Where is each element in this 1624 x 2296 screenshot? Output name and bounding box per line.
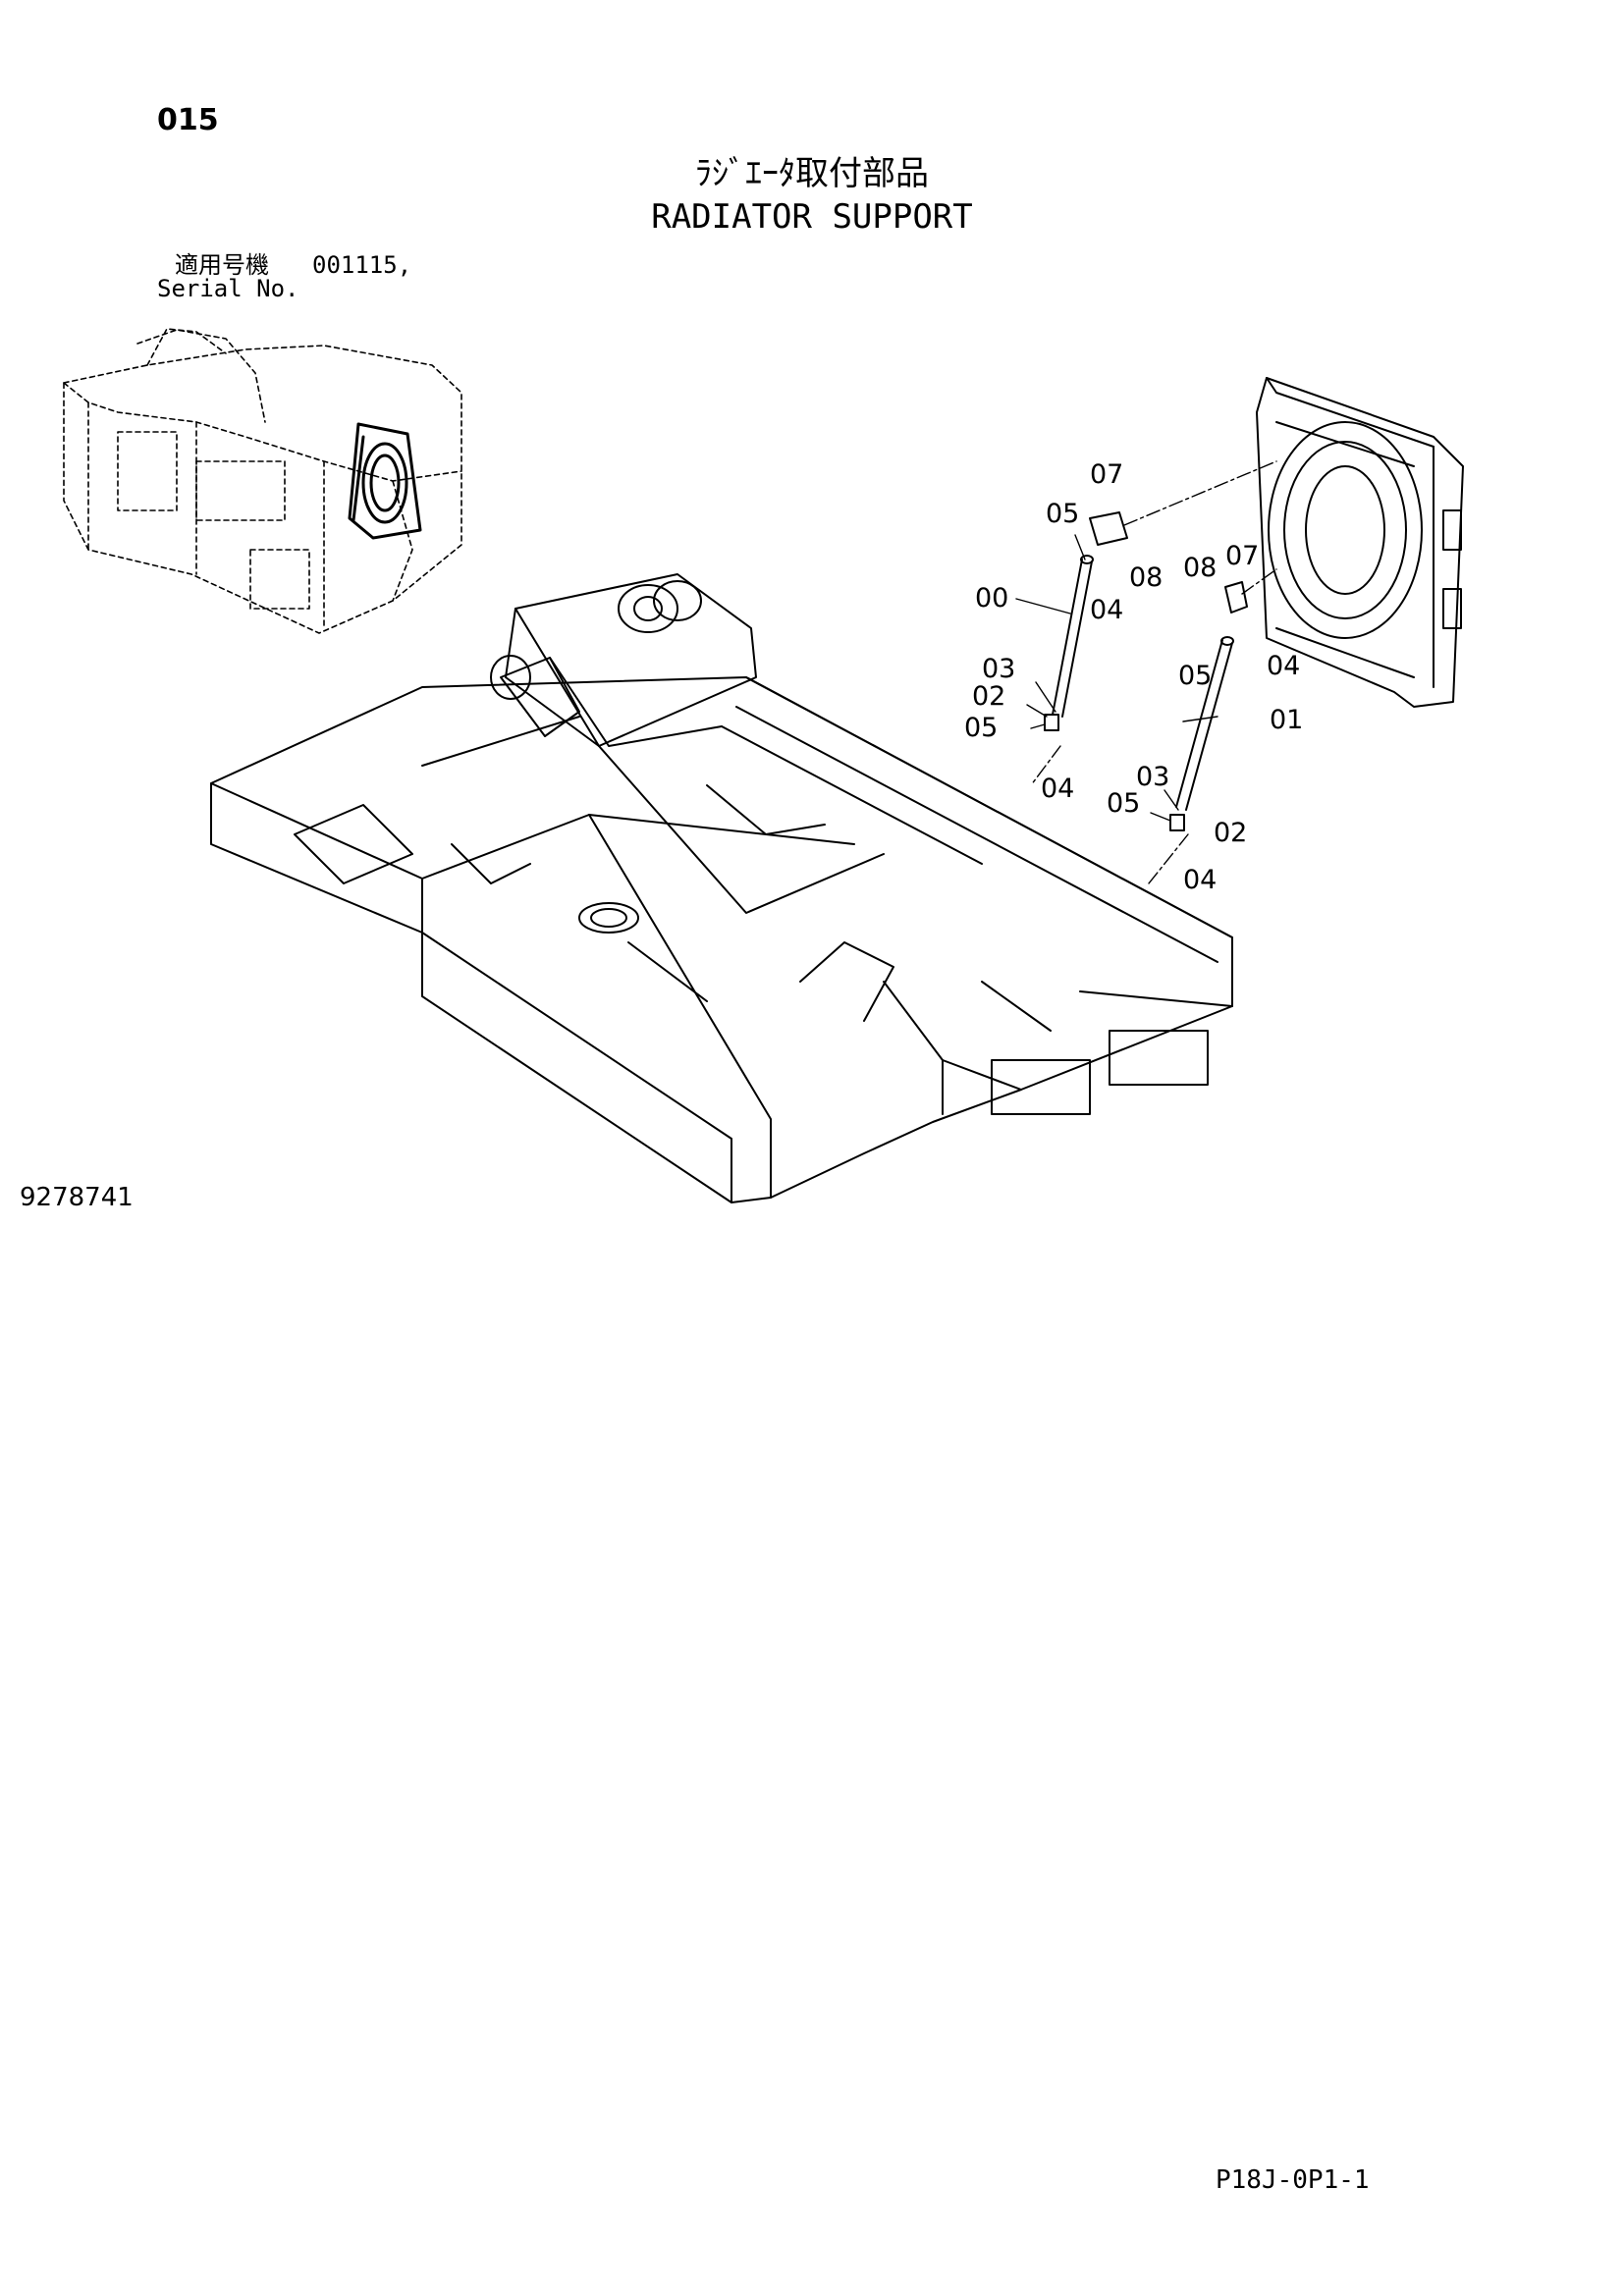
callout-03-a: 03 bbox=[982, 654, 1015, 684]
callout-08-b: 08 bbox=[1183, 553, 1217, 583]
callout-labels: 07 05 08 00 04 08 07 03 04 02 05 05 01 0… bbox=[964, 459, 1303, 895]
radiator-assembly bbox=[1256, 377, 1464, 708]
callout-05-b: 05 bbox=[964, 713, 998, 743]
callout-05-c: 05 bbox=[1178, 661, 1212, 691]
serial-value: 001115, bbox=[312, 251, 412, 279]
page-title: RADIATOR SUPPORT bbox=[651, 197, 973, 237]
callout-07-a: 07 bbox=[1090, 459, 1123, 490]
serial-label-japanese: 適用号機 bbox=[175, 251, 269, 279]
callout-04-c: 04 bbox=[1041, 774, 1074, 804]
callout-02-b: 02 bbox=[1214, 818, 1247, 848]
drawing-number: 9278741 bbox=[20, 1183, 134, 1212]
page-title-japanese: ﾗｼﾞｴｰﾀ取付部品 bbox=[695, 154, 929, 193]
callout-04-d: 04 bbox=[1183, 865, 1217, 895]
callout-08-a: 08 bbox=[1129, 562, 1163, 593]
callout-07-b: 07 bbox=[1225, 541, 1259, 571]
callout-pointers bbox=[1015, 534, 1218, 822]
callout-00: 00 bbox=[975, 583, 1008, 614]
callout-01: 01 bbox=[1270, 705, 1303, 735]
overview-machine-sketch bbox=[63, 328, 462, 634]
serial-label: Serial No. bbox=[157, 275, 299, 302]
callout-05-d: 05 bbox=[1107, 788, 1140, 819]
callout-03-b: 03 bbox=[1136, 762, 1169, 792]
callout-04-a: 04 bbox=[1090, 595, 1123, 625]
overview-radiator-highlight bbox=[348, 422, 422, 540]
callout-02-a: 02 bbox=[972, 681, 1005, 712]
callout-04-b: 04 bbox=[1267, 651, 1300, 681]
support-rod-01 bbox=[1169, 636, 1234, 831]
callout-05-a: 05 bbox=[1046, 499, 1079, 529]
main-frame bbox=[210, 573, 1233, 1203]
page-code: P18J-0P1-1 bbox=[1216, 2165, 1370, 2195]
leader-lines bbox=[1030, 460, 1277, 884]
support-rod-00 bbox=[1044, 555, 1094, 731]
bracket-07 bbox=[1089, 511, 1248, 614]
page-number: 015 bbox=[157, 103, 219, 137]
